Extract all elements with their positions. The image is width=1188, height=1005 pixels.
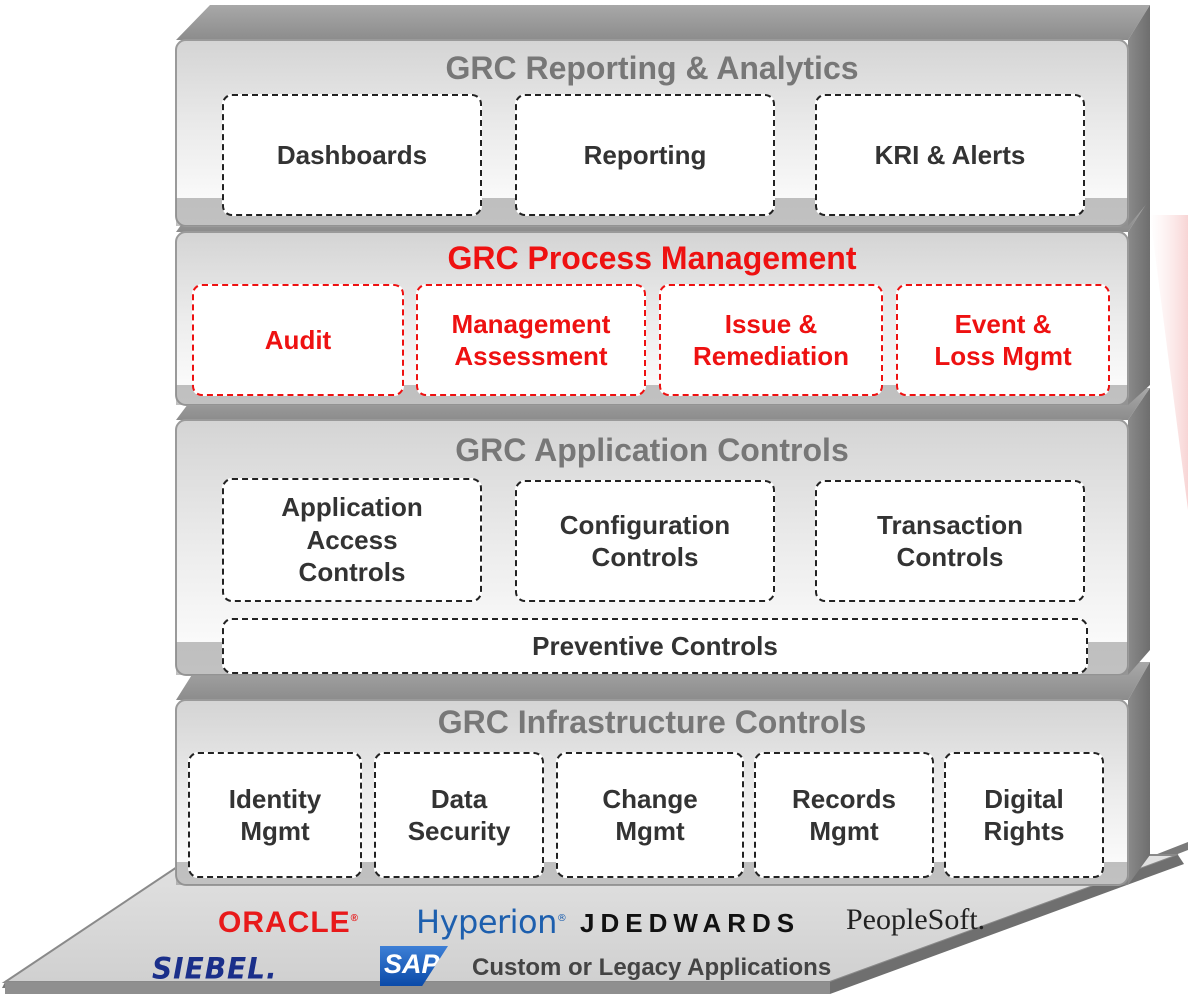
box-label: Reporting — [583, 139, 707, 170]
box-kri-alerts: KRI & Alerts — [815, 94, 1085, 216]
box-audit: Audit — [192, 284, 404, 396]
box-label: Dashboards — [276, 139, 428, 170]
box-change-mgmt: Change Mgmt — [556, 752, 744, 878]
box-label: Records Mgmt — [791, 783, 897, 847]
box-label: Digital Rights — [983, 783, 1065, 847]
box-label: Change Mgmt — [602, 783, 698, 847]
box-dashboards: Dashboards — [222, 94, 482, 216]
bar-label: Preventive Controls — [532, 630, 778, 661]
box-label: Data Security — [407, 783, 511, 847]
box-label: KRI & Alerts — [874, 139, 1026, 170]
box-transaction-controls: Transaction Controls — [815, 480, 1085, 602]
peoplesoft-logo: PeopleSoft. — [846, 903, 986, 936]
box-records-mgmt: Records Mgmt — [754, 752, 934, 878]
jdedwards-logo: JDEDWARDS — [580, 908, 801, 938]
box-label: Issue & Remediation — [692, 308, 850, 372]
box-identity-mgmt: Identity Mgmt — [188, 752, 362, 878]
box-application-access-controls: Application Access Controls — [222, 478, 482, 602]
siebel-logo: SIEBEL. — [152, 951, 278, 986]
box-label: Application Access Controls — [281, 492, 423, 588]
layer-title-reporting: GRC Reporting & Analytics — [445, 50, 859, 86]
box-issue-remediation: Issue & Remediation — [659, 284, 883, 396]
layer-title-application: GRC Application Controls — [455, 432, 849, 468]
box-label: Configuration Controls — [559, 509, 731, 573]
platform-base — [1, 842, 1188, 994]
box-label: Identity Mgmt — [228, 783, 322, 847]
box-label: Management Assessment — [451, 308, 611, 372]
hyperion-logo: Hyperion — [416, 903, 566, 941]
decorative-accent — [1150, 215, 1188, 510]
box-data-security: Data Security — [374, 752, 544, 878]
box-event-loss-mgmt: Event & Loss Mgmt — [896, 284, 1110, 396]
box-configuration-controls: Configuration Controls — [515, 480, 775, 602]
box-label: Event & Loss Mgmt — [934, 308, 1072, 372]
sap-logo: SAP — [380, 946, 448, 986]
box-management-assessment: Management Assessment — [416, 284, 646, 396]
box-label: Audit — [264, 324, 332, 355]
box-reporting: Reporting — [515, 94, 775, 216]
custom-legacy-label: Custom or Legacy Applications — [472, 954, 832, 981]
box-label: Transaction Controls — [877, 509, 1023, 573]
oracle-logo: ORACLE — [218, 906, 359, 940]
layer-title-process: GRC Process Management — [447, 240, 857, 276]
layer-title-infrastructure: GRC Infrastructure Controls — [437, 704, 867, 740]
bar-preventive-controls: Preventive Controls — [222, 618, 1088, 674]
box-digital-rights: Digital Rights — [944, 752, 1104, 878]
